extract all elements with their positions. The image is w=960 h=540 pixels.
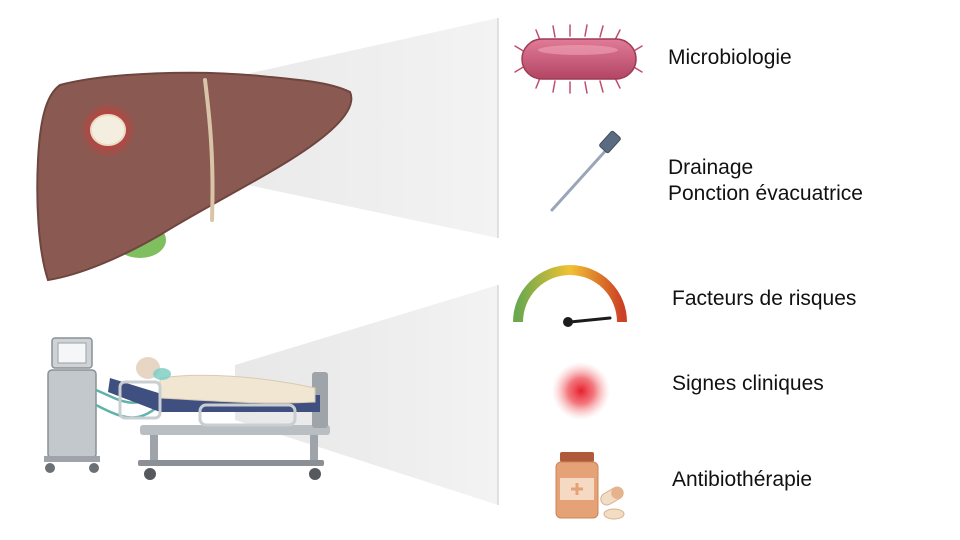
label-drainage-line2: Ponction évacuatrice bbox=[668, 182, 863, 205]
medication-icon bbox=[555, 452, 625, 520]
liver-illustration bbox=[36, 71, 353, 282]
projection-beam-bottom bbox=[235, 285, 498, 505]
label-clinical-signs: Signes cliniques bbox=[672, 372, 824, 395]
needle-icon bbox=[550, 130, 621, 212]
red-spot-icon bbox=[552, 362, 610, 420]
label-microbiology: Microbiologie bbox=[668, 46, 792, 69]
abscess bbox=[90, 114, 126, 146]
patient-bed-illustration bbox=[44, 337, 330, 480]
label-antibiotherapy: Antibiothérapie bbox=[672, 468, 813, 491]
bacterium-icon bbox=[514, 24, 643, 94]
gauge-icon bbox=[513, 265, 627, 327]
label-drainage: Drainage Ponction évacuatrice bbox=[668, 155, 863, 207]
label-drainage-line1: Drainage bbox=[668, 156, 754, 179]
label-risk-factors: Facteurs de risques bbox=[672, 287, 857, 310]
